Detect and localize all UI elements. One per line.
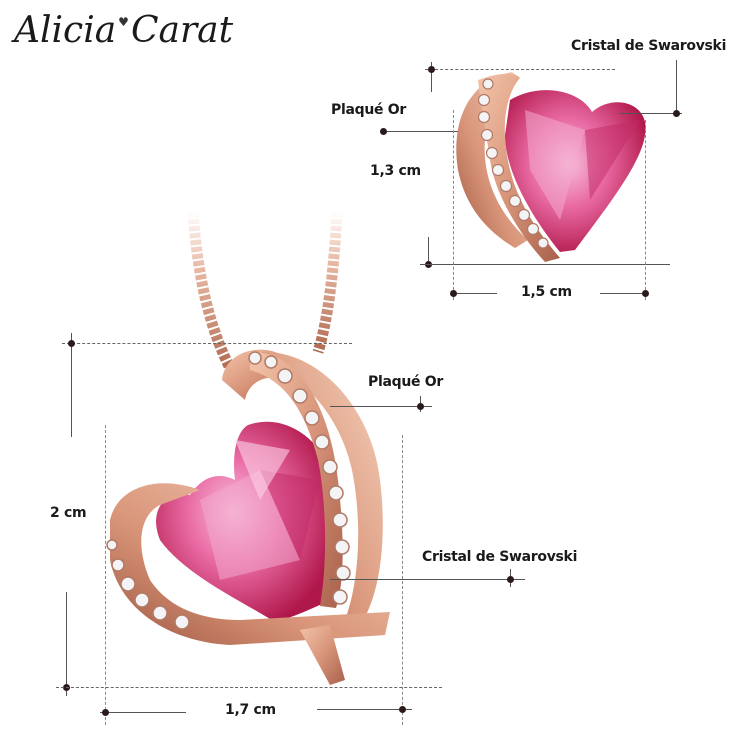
- large-pendant: [110, 349, 390, 685]
- small-width-right-dot: [642, 290, 649, 297]
- large-crystal-leader-dot: [507, 576, 514, 583]
- large-plating-label: Plaqué Or: [368, 374, 443, 390]
- small-height-arrow-bottom: [428, 237, 429, 265]
- small-crystal-leader-dot: [673, 110, 680, 117]
- large-height-arrow-top: [71, 333, 72, 437]
- large-width-arrow-left: [100, 712, 186, 713]
- small-width-arrow-left: [453, 293, 497, 294]
- large-width-right-dot: [399, 706, 406, 713]
- large-height-top-dot: [68, 340, 75, 347]
- large-width-left-dot: [102, 709, 109, 716]
- brand-name-first: Alicia: [14, 10, 117, 51]
- brand-logo: Alicia♥Carat: [14, 10, 233, 51]
- small-height-top-dot: [428, 66, 435, 73]
- small-baseline: [420, 264, 670, 265]
- large-width-right-guide: [402, 435, 403, 725]
- small-width-label: 1,5 cm: [521, 284, 572, 300]
- chain: [187, 211, 343, 375]
- small-width-arrow-right: [600, 293, 645, 294]
- large-plating-leader-dot: [417, 403, 424, 410]
- large-crystal-label: Cristal de Swarovski: [422, 549, 578, 565]
- small-pendant: [456, 72, 646, 263]
- small-plating-label: Plaqué Or: [331, 102, 406, 118]
- small-height-top-guide: [425, 69, 615, 70]
- large-plating-leader: [330, 406, 432, 407]
- large-width-left-guide: [105, 425, 106, 725]
- large-height-arrow-bottom: [66, 592, 67, 696]
- large-height-label: 2 cm: [50, 505, 87, 521]
- heart-gem-icon: ♥: [118, 15, 129, 29]
- large-width-arrow-right: [317, 709, 412, 710]
- small-crystal-label: Cristal de Swarovski: [571, 38, 727, 54]
- small-width-right-guide: [645, 120, 646, 300]
- large-width-label: 1,7 cm: [225, 702, 276, 718]
- small-width-left-guide: [453, 110, 454, 300]
- small-plating-leader-dot: [380, 128, 387, 135]
- large-height-top-guide: [62, 343, 352, 344]
- small-width-left-dot: [450, 290, 457, 297]
- brand-name-last: Carat: [130, 10, 234, 51]
- small-height-arrow-top: [431, 62, 432, 92]
- small-plating-leader: [380, 131, 458, 132]
- small-crystal-leader-horizontal: [620, 113, 682, 114]
- large-baseline: [56, 687, 442, 688]
- large-crystal-leader: [330, 579, 525, 580]
- small-crystal-leader-vertical: [676, 60, 677, 114]
- small-height-label: 1,3 cm: [370, 163, 421, 179]
